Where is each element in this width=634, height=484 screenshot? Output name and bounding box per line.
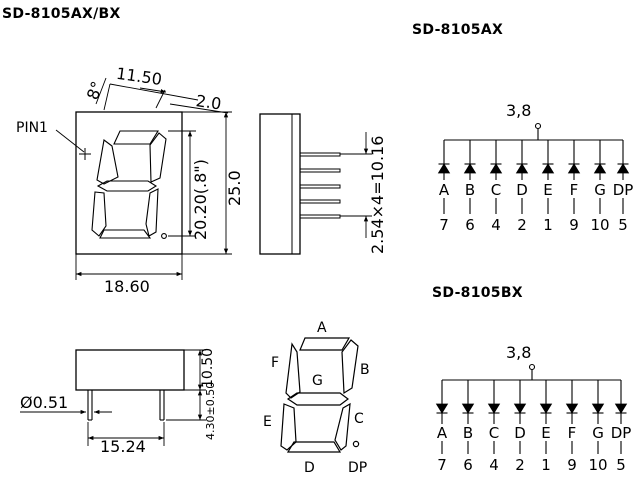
dim-width: 18.60 — [104, 277, 150, 296]
pin-number-5: 5 — [618, 216, 628, 234]
pin-number-4: 4 — [491, 216, 501, 234]
dim-pin-length: 4.30±0.50 — [204, 382, 217, 440]
side-pins — [299, 152, 341, 219]
bottom-view — [20, 349, 206, 446]
pin-number-9: 9 — [567, 456, 577, 474]
pin-number-6: 6 — [465, 216, 475, 234]
segment-label-dp: DP — [611, 424, 632, 442]
main-title: SD-8105AX/BX — [2, 6, 121, 22]
pin-number-2: 2 — [517, 216, 527, 234]
seg-label-dp: DP — [348, 460, 367, 476]
segment-label-d: D — [516, 181, 528, 199]
segment-dp — [352, 440, 360, 448]
dim-pin-pitch: 2.54×4=10.16 — [368, 136, 387, 254]
side-view — [259, 113, 372, 255]
pin-number-9: 9 — [569, 216, 579, 234]
diode-dp — [616, 163, 630, 174]
diode-c — [487, 403, 501, 414]
common-node — [528, 363, 536, 371]
diode-a — [435, 403, 449, 414]
pin-number-10: 10 — [590, 216, 609, 234]
segment-label-c: C — [491, 181, 501, 199]
seg-label-e: E — [263, 414, 272, 430]
segment-label-e: E — [543, 181, 552, 199]
segment-d — [286, 441, 342, 453]
common-node — [534, 122, 542, 130]
bottom-body-outline — [75, 349, 185, 391]
display-body-outline — [75, 111, 183, 255]
diode-a — [437, 163, 451, 174]
diode-b — [461, 403, 475, 414]
segment-label-f: F — [570, 181, 579, 199]
segment-f — [285, 342, 301, 399]
pin-number-2: 2 — [515, 456, 525, 474]
segment-diagram — [280, 337, 360, 453]
diode-e — [541, 163, 555, 174]
diode-d — [515, 163, 529, 174]
diode-dp — [614, 403, 628, 414]
pin-number-10: 10 — [588, 456, 607, 474]
seg-label-a: A — [317, 320, 327, 336]
seg-label-c: C — [354, 411, 364, 427]
segment-label-c: C — [489, 424, 499, 442]
side-body-outline — [259, 113, 301, 255]
segment-label-d: D — [514, 424, 526, 442]
pin-number-6: 6 — [463, 456, 473, 474]
diode-b — [463, 163, 477, 174]
ax-title: SD-8105AX — [412, 22, 504, 38]
pin1-label: PIN1 — [16, 120, 48, 136]
segment-label-e: E — [541, 424, 550, 442]
segment-label-b: B — [465, 181, 475, 199]
diode-f — [565, 403, 579, 414]
pin-number-7: 7 — [439, 216, 449, 234]
segment-a — [299, 337, 351, 351]
diode-g — [591, 403, 605, 414]
segment-b — [341, 339, 359, 395]
segment-label-f: F — [568, 424, 577, 442]
bx-title: SD-8105BX — [432, 285, 523, 301]
diode-e — [539, 403, 553, 414]
dim-offset: 2.0 — [195, 91, 223, 113]
seg-label-d: D — [304, 460, 315, 476]
segment-c — [334, 402, 351, 451]
dim-segment-height: 20.20(.8") — [191, 159, 210, 240]
diode-f — [567, 163, 581, 174]
diode-c — [489, 163, 503, 174]
dim-digit-width: 11.50 — [115, 64, 163, 89]
segment-g — [286, 392, 349, 406]
bx-common-pins: 3,8 — [506, 343, 531, 362]
dim-height: 25.0 — [225, 170, 244, 206]
pin-number-1: 1 — [543, 216, 553, 234]
dim-angle: 8° — [83, 79, 107, 103]
segment-label-g: G — [594, 181, 606, 199]
pin-number-5: 5 — [616, 456, 626, 474]
dim-pin-diameter: Ø0.51 — [20, 393, 68, 412]
segment-label-dp: DP — [613, 181, 634, 199]
segment-label-g: G — [592, 424, 604, 442]
dim-body-offset: 10.50 — [200, 348, 216, 388]
pin-number-1: 1 — [541, 456, 551, 474]
segment-label-a: A — [437, 424, 448, 442]
seg-label-g: G — [312, 373, 323, 389]
diode-g — [593, 163, 607, 174]
dim-pin-span: 15.24 — [100, 437, 146, 456]
front-view — [55, 77, 232, 280]
segment-label-b: B — [463, 424, 473, 442]
seg-label-b: B — [360, 362, 370, 378]
seg-label-f: F — [271, 355, 279, 371]
segment-label-a: A — [439, 181, 450, 199]
diode-d — [513, 403, 527, 414]
ax-common-pins: 3,8 — [506, 101, 531, 120]
front-digit — [91, 130, 167, 239]
pin-number-4: 4 — [489, 456, 499, 474]
pin-number-7: 7 — [437, 456, 447, 474]
